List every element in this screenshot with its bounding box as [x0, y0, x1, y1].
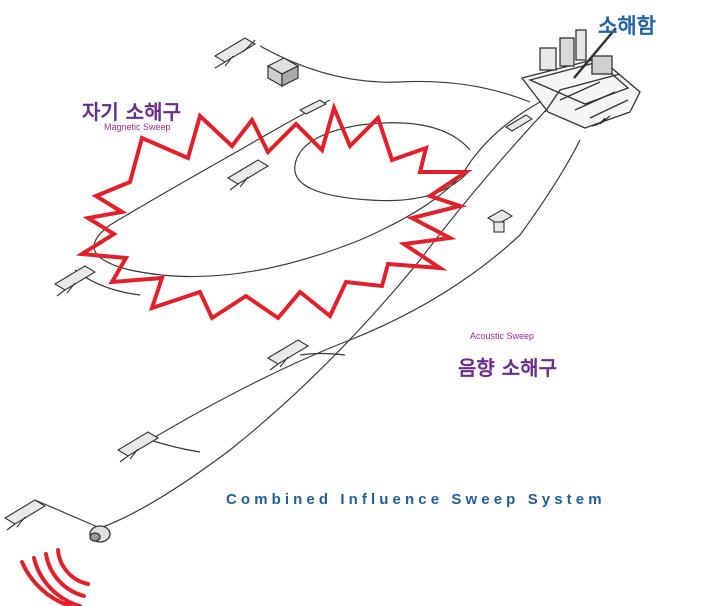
- float-line-1: [299, 352, 346, 356]
- side-cable: [149, 139, 581, 441]
- otter-2: [298, 99, 328, 115]
- otter-1: [504, 114, 534, 132]
- float-buoy-7: [486, 209, 514, 233]
- system-title: Combined Influence Sweep System: [226, 491, 606, 508]
- main-tow-cable: [99, 94, 561, 529]
- upper-sweep-cable: [259, 45, 531, 103]
- float-buoy-3: [53, 265, 97, 297]
- float-buoy-6: [3, 499, 47, 531]
- magnetic-sweep-label-ko: 자기 소해구: [82, 100, 181, 124]
- magnetic-sweep-label-en: Magnetic Sweep: [104, 122, 171, 132]
- acoustic-sweep-label-en: Acoustic Sweep: [470, 331, 535, 341]
- float-line-2: [149, 439, 201, 453]
- acoustic-hammer-box-icon: [266, 57, 300, 88]
- minesweeper-ship-icon: [520, 27, 641, 129]
- float-line-3: [34, 499, 101, 529]
- acoustic-source-icon: [89, 525, 111, 543]
- float-buoy-4: [266, 339, 310, 371]
- acoustic-wave-icon: [20, 548, 90, 606]
- magnetic-field-burst-icon: [75, 101, 473, 321]
- magnetic-inner-loop: [294, 122, 471, 202]
- float-buoy-5: [116, 431, 160, 463]
- float-buoy-2: [226, 159, 270, 191]
- ship-label: 소해함: [598, 14, 656, 38]
- acoustic-sweep-label-ko: 음향 소해구: [458, 356, 557, 380]
- float-buoy-icon: [3, 37, 534, 531]
- float-buoy-1: [213, 37, 257, 69]
